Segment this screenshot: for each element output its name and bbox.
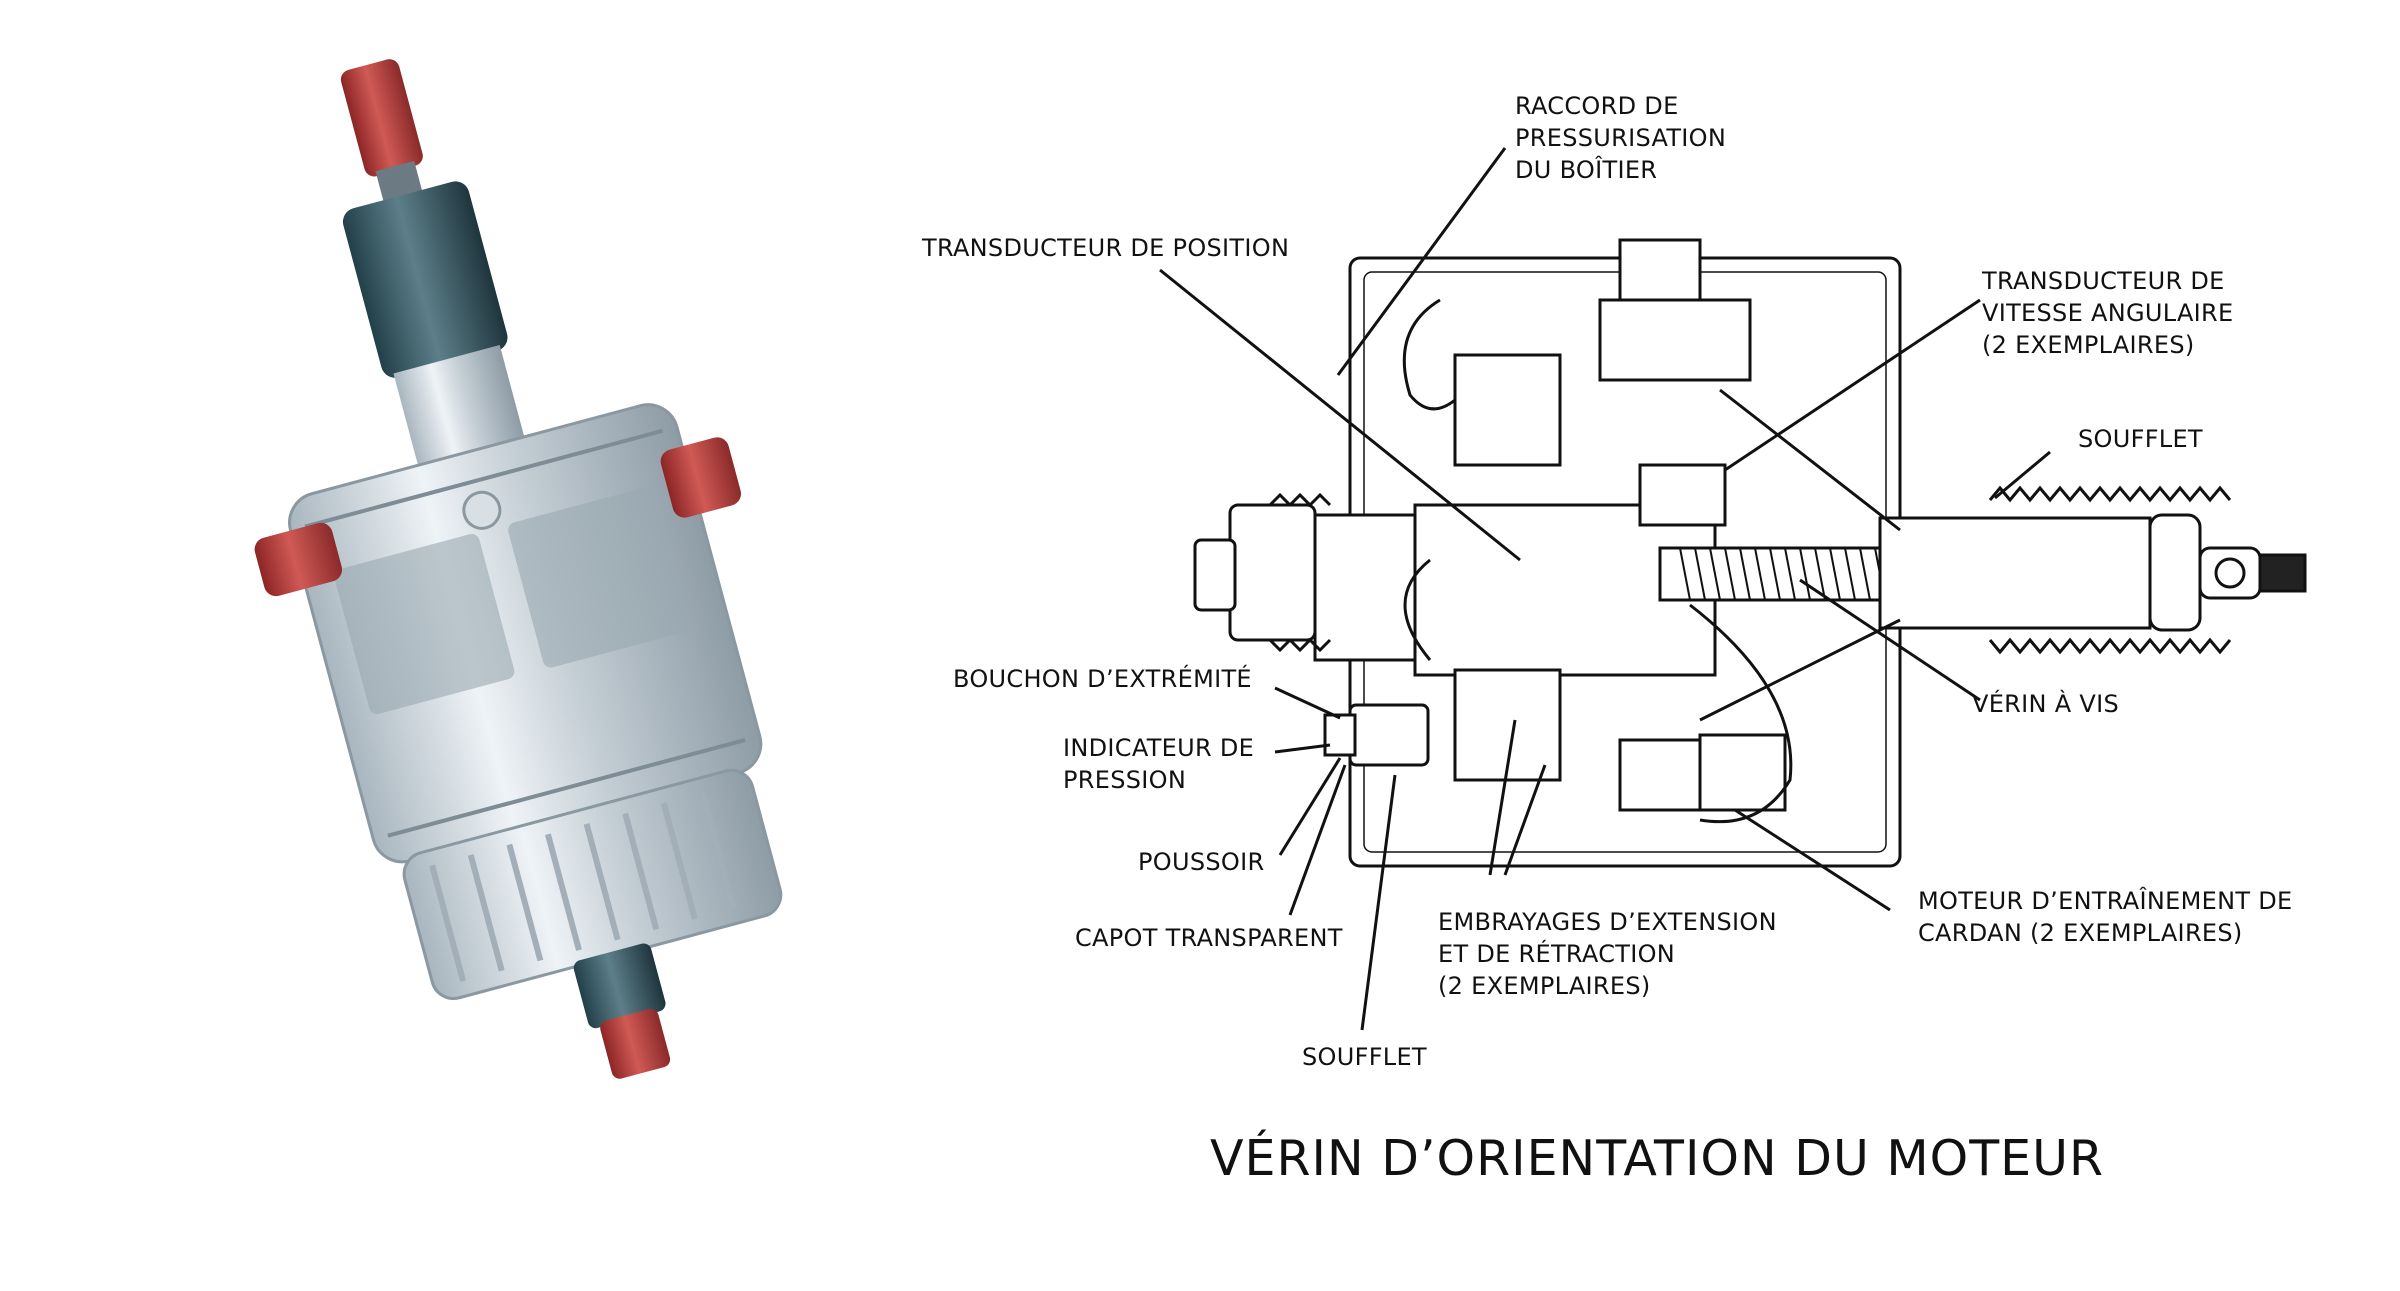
label-soufflet-bottom: SOUFFLET bbox=[1302, 1043, 1427, 1071]
label-raccord-pressurisation: RACCORD DE PRESSURISATION DU BOÎTIER bbox=[1515, 92, 1727, 184]
figure-title: VÉRIN D’ORIENTATION DU MOTEUR bbox=[1210, 1130, 2105, 1187]
label-soufflet-right: SOUFFLET bbox=[2078, 425, 2203, 453]
right-red-cap bbox=[660, 437, 742, 518]
gimbal-drive-motor bbox=[1698, 733, 1787, 812]
bottom-red-cap bbox=[600, 1008, 671, 1079]
label-transducteur-position: TRANSDUCTEUR DE POSITION bbox=[922, 234, 1290, 262]
label-indicateur-pression: INDICATEUR DE PRESSION bbox=[1063, 734, 1255, 794]
label-transducteur-vitesse: TRANSDUCTEUR DE VITESSE ANGULAIRE (2 EXE… bbox=[1982, 267, 2234, 359]
upper-motor bbox=[1453, 353, 1562, 467]
leader-lines bbox=[1159, 147, 2051, 1031]
label-moteur-cardan: MOTEUR D’ENTRAÎNEMENT DE CARDAN (2 EXEMP… bbox=[1918, 887, 2293, 947]
left-red-cap bbox=[254, 522, 343, 597]
rate-transducer bbox=[1638, 463, 1727, 527]
top-motor-housing bbox=[342, 181, 508, 378]
label-verin-vis: VÉRIN À VIS bbox=[1972, 690, 2119, 718]
label-capot-transparent: CAPOT TRANSPARENT bbox=[1075, 924, 1343, 952]
top-red-cap bbox=[340, 59, 423, 177]
label-poussoir: POUSSOIR bbox=[1138, 848, 1265, 876]
label-embrayages: EMBRAYAGES D’EXTENSION ET DE RÉTRACTION … bbox=[1438, 908, 1777, 1000]
label-bouchon-extremite: BOUCHON D’EXTRÉMITÉ bbox=[953, 665, 1252, 693]
